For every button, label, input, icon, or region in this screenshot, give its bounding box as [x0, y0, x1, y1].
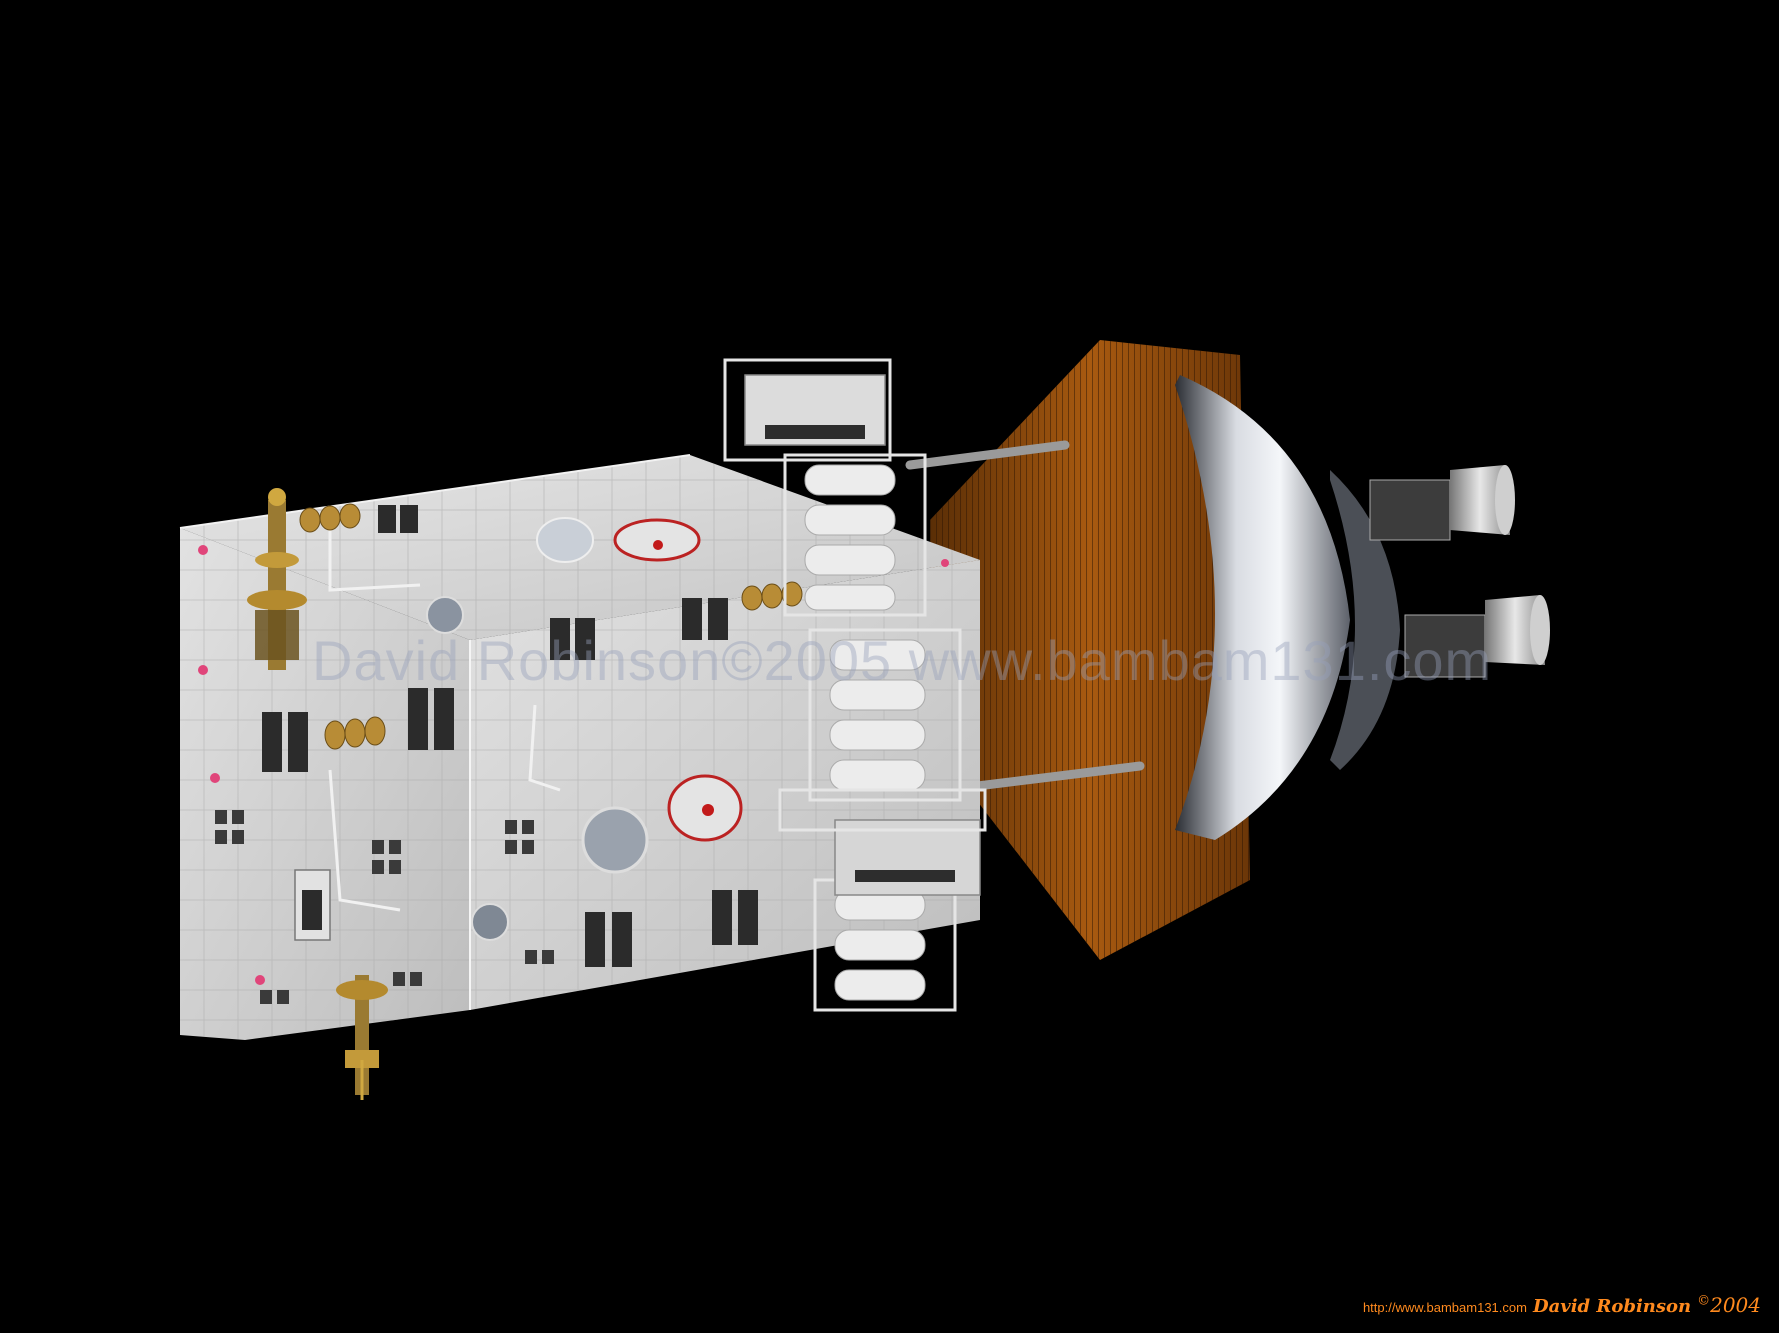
engine-lower [1404, 595, 1550, 678]
signature-year: 2004 [1710, 1293, 1761, 1317]
cargo-pod-upper [723, 358, 892, 462]
tank-frame-lower [813, 878, 957, 1012]
orange-cone [930, 340, 1250, 960]
tank-frame-upper [783, 453, 927, 617]
signature-year-group: ©2004 [1697, 1293, 1761, 1317]
brass-canisters [299, 503, 803, 750]
hull-module [179, 454, 980, 1040]
artist-signature: http://www.bambam131.com David Robinson … [1363, 1293, 1761, 1317]
signature-url: http://www.bambam131.com [1362, 1300, 1527, 1315]
antenna-mast-bottom [336, 975, 388, 1100]
radiation-shield [1175, 375, 1400, 840]
tank-frame-middle [808, 628, 962, 802]
signature-name: David Robinson [1532, 1296, 1692, 1317]
side-module [294, 869, 331, 941]
copyright-symbol: © [1697, 1293, 1711, 1309]
engine-upper [1369, 465, 1515, 541]
antenna-mast-top [247, 488, 307, 670]
cargo-pod-lower [778, 788, 987, 896]
